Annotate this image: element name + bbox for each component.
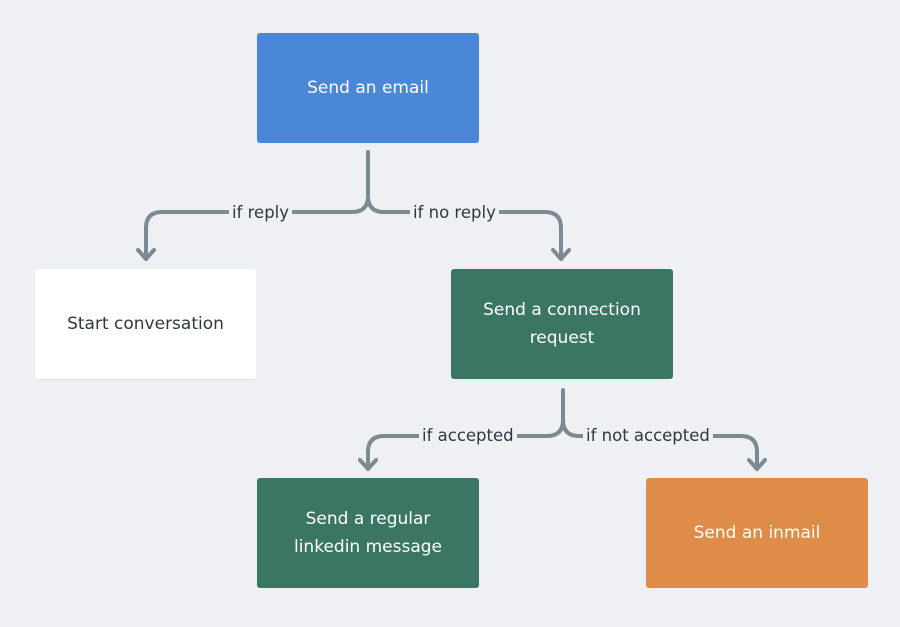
node-send-email-label: Send an email [307,78,429,98]
node-connection-request[interactable]: Send a connection request [451,269,673,379]
node-connection-request-label: Send a connection request [483,300,641,348]
node-regular-message-label: Send a regular linkedin message [293,509,442,557]
node-send-email[interactable]: Send an email [257,33,479,143]
node-start-conversation-label: Start conversation [67,314,224,334]
arrowhead-regular-message [358,458,378,471]
connector-email-branch-right [366,194,563,258]
node-start-conversation[interactable]: Start conversation [35,269,256,379]
edge-label-if-no-reply: if no reply [410,202,499,224]
node-inmail-label: Send an inmail [693,523,821,543]
arrowhead-connection-request [551,248,571,261]
connector-request-branch-right [561,418,759,468]
edge-label-if-reply: if reply [229,202,293,224]
node-regular-message[interactable]: Send a regular linkedin message [257,478,479,588]
node-inmail[interactable]: Send an inmail [646,478,868,588]
arrowhead-start-conversation [136,248,156,261]
edge-label-if-accepted: if accepted [419,425,517,447]
edge-label-if-not-accepted: if not accepted [583,425,713,447]
arrowhead-inmail [747,458,767,471]
